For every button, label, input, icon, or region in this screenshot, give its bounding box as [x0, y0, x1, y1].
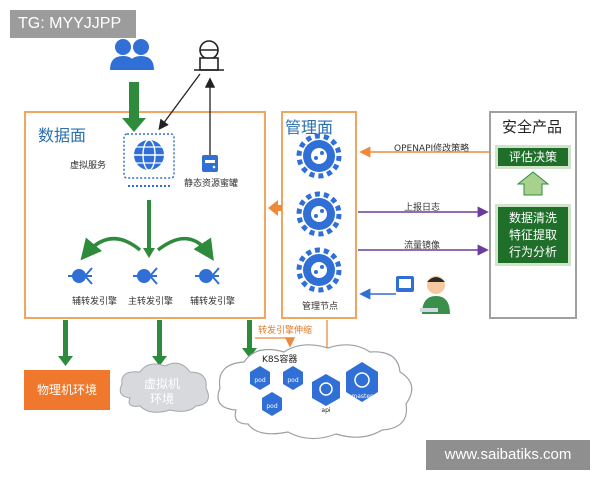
gear-icon: [296, 133, 342, 179]
k8s-node-label: pod: [254, 377, 265, 384]
website-label: www.saibatiks.com: [426, 440, 590, 470]
data-plane-title: 数据面: [38, 126, 87, 145]
to-k8s-arrow: [242, 320, 257, 358]
k8s-node-label: api: [321, 407, 330, 414]
to-physical-arrow: [58, 320, 73, 366]
service-to-engine-arrow: [143, 200, 155, 258]
engine-label-left: 辅转发引擎: [72, 297, 118, 307]
admin-person-icon: [396, 276, 450, 314]
report-log-label: 上报日志: [404, 203, 441, 213]
scale-label: 转发引擎伸缩: [258, 326, 313, 336]
users-icon: [110, 39, 154, 70]
k8s-pod-icon: [262, 392, 282, 416]
data-plane-panel: [24, 111, 266, 319]
analysis-line-3: 行为分析: [508, 245, 557, 259]
engine-icon-main: [133, 267, 158, 285]
engine-icon-right: [195, 267, 220, 285]
virtual-service-label: 虚拟服务: [70, 161, 107, 171]
engine-icon-left: [68, 267, 93, 285]
security-product-panel: [489, 111, 577, 319]
globe-service-icon: [123, 133, 175, 187]
engine-label-right: 辅转发引擎: [190, 297, 236, 307]
k8s-node-label: master: [351, 393, 373, 400]
management-node-label: 管理节点: [302, 302, 339, 312]
physical-env-box: 物理机环境: [24, 370, 110, 410]
analysis-line-1: 数据清洗: [508, 211, 557, 225]
k8s-node-label: pod: [287, 377, 298, 384]
mgmt-to-data-arrow: [268, 200, 282, 216]
security-product-title: 安全产品: [502, 118, 563, 136]
traffic-in-arrow: [122, 82, 146, 132]
watermark-tag: TG: MYYJJPP: [10, 10, 136, 38]
curve-arrow-left: [80, 236, 142, 261]
management-plane-panel: [281, 111, 357, 319]
openapi-label: OPENAPI修改策略: [394, 144, 470, 154]
k8s-master-icon: [346, 362, 378, 402]
virtual-env-label-2: 环境: [150, 391, 174, 406]
to-virtual-arrow: [152, 320, 167, 366]
analysis-box: 数据清洗 特征提取 行为分析: [495, 204, 571, 266]
evaluate-decision-box: 评估决策: [495, 145, 571, 169]
curve-arrow-right: [156, 236, 214, 261]
engine-label-main: 主转发引擎: [128, 297, 174, 307]
k8s-pod-icon: [283, 366, 303, 390]
hacker-icon: [194, 40, 224, 71]
traffic-mirror-label: 流量镜像: [404, 241, 441, 251]
hacker-to-service-arrow: [158, 73, 201, 131]
management-plane-title: 管理面: [285, 118, 334, 137]
gear-icon: [296, 191, 342, 237]
k8s-node-label: pod: [266, 403, 277, 410]
analysis-line-2: 特征提取: [508, 228, 557, 242]
gear-icon: [296, 247, 342, 293]
virtual-env-cloud: [119, 362, 209, 413]
honeypot-drive-icon: [202, 155, 218, 172]
k8s-api-icon: [312, 374, 340, 406]
scale-arrow: [255, 337, 296, 348]
virtual-env-label-1: 虚拟机: [144, 377, 180, 391]
analysis-to-evaluate-arrow: [516, 171, 550, 196]
static-honeypot-label: 静态资源蜜罐: [184, 179, 239, 189]
k8s-title: K8S容器: [262, 353, 297, 365]
k8s-pod-icon: [250, 366, 270, 390]
